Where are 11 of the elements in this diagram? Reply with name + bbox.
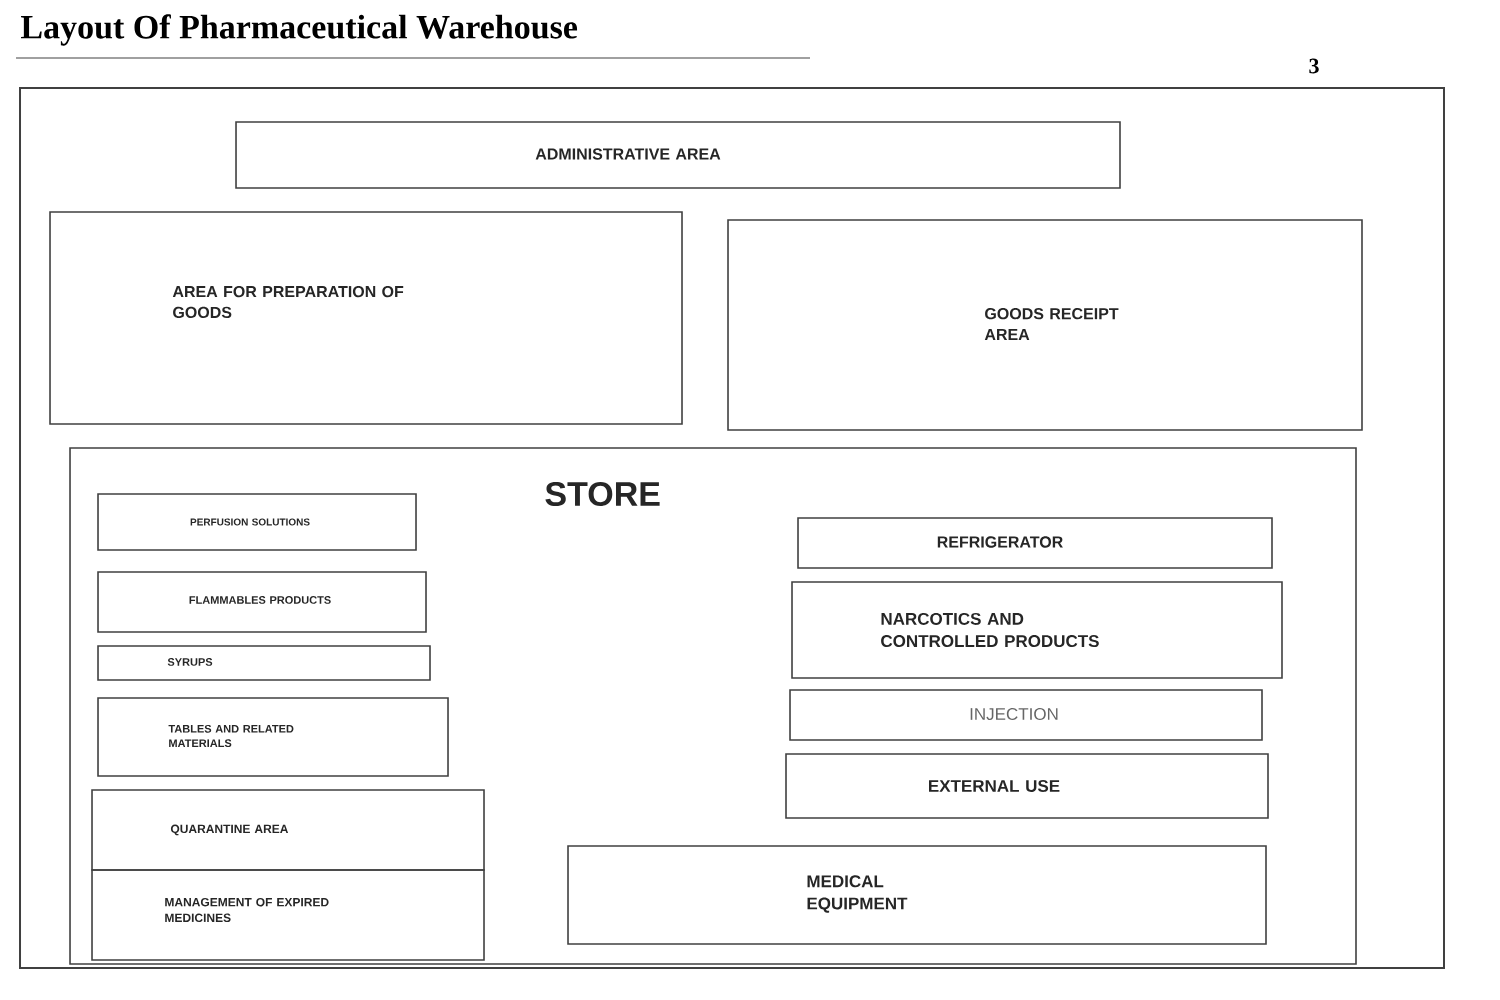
area-box: ADMINISTRATIVE AREA: [235, 121, 1121, 189]
warehouse-outline: [19, 87, 1445, 969]
area-box: NARCOTICS AND CONTROLLED PRODUCTS: [791, 581, 1283, 679]
area-box: MEDICAL EQUIPMENT: [567, 845, 1267, 945]
area-box: GOODS RECEIPT AREA: [727, 219, 1363, 431]
page-number: 3: [1309, 58, 1319, 74]
area-box: INJECTION: [789, 689, 1263, 741]
title: Layout Of Pharmaceutical Warehouse: [21, 14, 578, 46]
area-box: REFRIGERATOR: [797, 517, 1273, 569]
area-box: EXTERNAL USE: [785, 753, 1269, 819]
area-box: AREA FOR PREPARATION OF GOODS: [49, 211, 683, 425]
